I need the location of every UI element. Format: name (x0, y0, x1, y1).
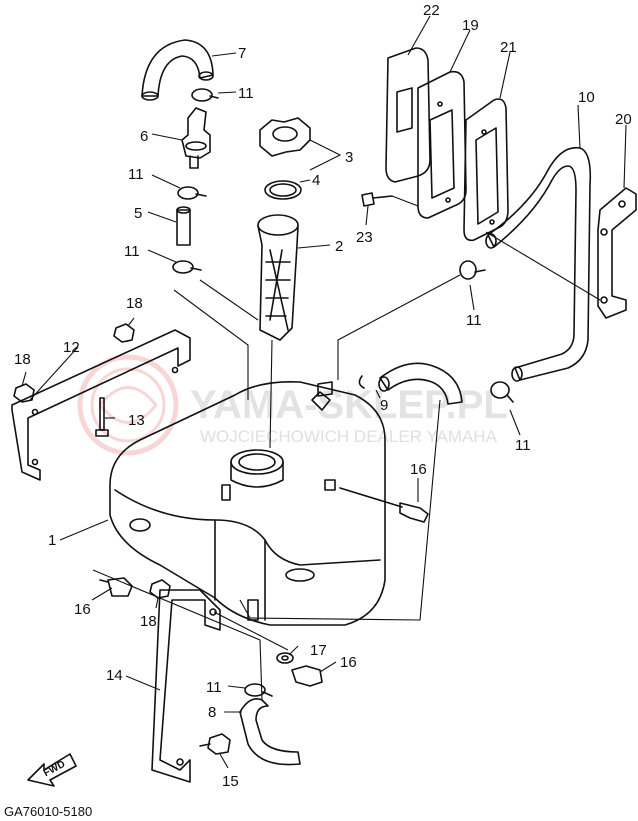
callout-16-a: 16 (410, 461, 427, 478)
band-14 (151, 589, 221, 783)
nut-18-c (149, 579, 171, 599)
callout-12: 12 (63, 339, 80, 356)
bolt-16-b (99, 577, 133, 597)
callout-14: 14 (106, 667, 123, 684)
hose-9 (317, 362, 463, 405)
callout-22: 22 (423, 2, 440, 19)
nut-18-a (113, 323, 135, 343)
bracket-12 (11, 329, 191, 481)
callout-11-b: 11 (128, 166, 144, 183)
callout-19: 19 (462, 17, 479, 34)
callout-10: 10 (578, 89, 595, 106)
callout-6: 6 (140, 128, 148, 145)
callout-11-d: 11 (466, 312, 482, 329)
callouts: 7 11 6 11 5 11 2 3 4 22 19 21 10 20 23 1… (14, 2, 632, 790)
callout-17: 17 (310, 642, 327, 659)
bolt-15 (199, 733, 231, 755)
callout-11-f: 11 (206, 679, 222, 696)
callout-18-c: 18 (140, 613, 157, 630)
callout-11-c: 11 (124, 243, 140, 260)
fwd-arrow-icon: FWD (27, 753, 77, 787)
clamp-11-d (459, 260, 486, 280)
callout-21: 21 (500, 39, 517, 56)
fwd-label: FWD (42, 759, 67, 779)
callout-18-a: 18 (126, 295, 143, 312)
bolt-16-a (339, 487, 429, 523)
strainer-2 (257, 214, 299, 341)
clamp-11-f (244, 683, 273, 697)
screw-23 (361, 192, 393, 207)
drawing-code: GA76010-5180 (4, 804, 92, 819)
fitting-6 (181, 107, 211, 169)
callout-16-b: 16 (74, 601, 91, 618)
clamp-11-e (490, 381, 514, 403)
clamp-11-a (191, 88, 219, 102)
bracket-20 (597, 187, 637, 319)
callout-5: 5 (134, 205, 142, 222)
callout-7: 7 (238, 45, 246, 62)
fuel-tank (109, 380, 386, 626)
plate-19 (417, 70, 467, 219)
callout-20: 20 (615, 111, 632, 128)
hose-5 (176, 206, 191, 246)
stud-13 (95, 397, 109, 437)
nut-18-b (13, 383, 35, 403)
gasket-4 (264, 180, 302, 200)
callout-2: 2 (335, 238, 343, 255)
washer-17 (276, 652, 294, 664)
watermark-brand: YAMA-SKLEP.PL (190, 383, 508, 427)
clamp-11-b (177, 186, 207, 200)
callout-9: 9 (380, 397, 388, 414)
callout-13: 13 (128, 412, 145, 429)
leader-lines (21, 15, 627, 769)
cap-3 (259, 117, 311, 157)
hose-7 (141, 39, 214, 101)
callout-8: 8 (208, 704, 216, 721)
callout-4: 4 (312, 172, 320, 189)
callout-1: 1 (48, 532, 56, 549)
callout-11-e: 11 (515, 437, 531, 454)
callout-18-b: 18 (14, 351, 31, 368)
watermark-subtitle: WOJCIECHOWICH DEALER YAMAHA (200, 427, 498, 446)
callout-11-a: 11 (238, 85, 254, 102)
callout-15: 15 (222, 773, 239, 790)
callout-3: 3 (345, 149, 353, 166)
plate-22 (385, 47, 431, 183)
plate-21 (463, 98, 509, 242)
callout-23: 23 (356, 229, 373, 246)
callout-16-c: 16 (340, 654, 357, 671)
hose-10 (485, 146, 592, 382)
bolt-16-c (291, 665, 323, 687)
hose-8 (239, 698, 301, 766)
clamp-11-c (172, 260, 202, 274)
watermark-logo (77, 354, 179, 456)
